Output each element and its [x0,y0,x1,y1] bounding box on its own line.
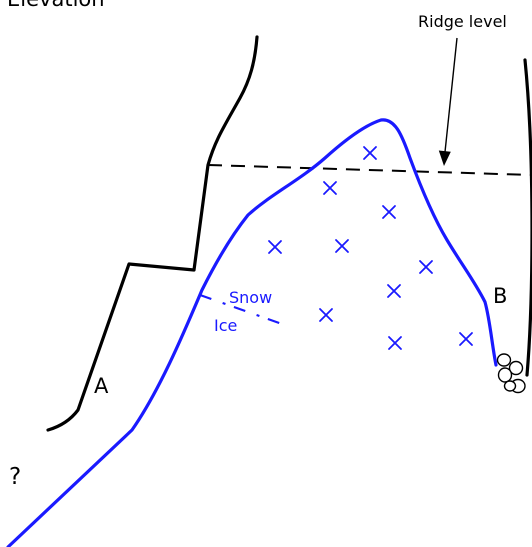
boulder [497,367,513,383]
point-b-label: B [493,284,507,308]
cross-marker [419,260,433,274]
ice-label: Ice [214,316,237,335]
snow-label: Snow [229,288,272,307]
boulder [503,380,517,392]
cross-marker [388,336,402,350]
cross-marker [323,181,337,195]
point-a-label: A [94,374,109,398]
boulder [496,353,512,367]
ridge-level-label: Ridge level [418,12,507,31]
ridge-level-arrow [444,37,458,153]
boulders [496,353,526,394]
cross-marker [363,146,377,160]
boulder [508,360,524,376]
cross-marker [268,240,282,254]
cross-marker [382,205,396,219]
question-mark-label: ? [9,464,21,490]
ice-body-outline [6,118,498,547]
diagram-title: 0 Elevation [0,0,105,11]
right-cliff-line [523,58,532,377]
cross-marker [387,284,401,298]
ridge-level-line [207,164,532,176]
left-terrain-line [46,35,259,432]
ridge-level-arrowhead [438,150,451,166]
snow-ice-boundary [199,293,283,326]
cross-marker [319,308,333,322]
cross-marker [459,332,473,346]
cross-markers [268,146,473,350]
cross-marker [335,239,349,253]
